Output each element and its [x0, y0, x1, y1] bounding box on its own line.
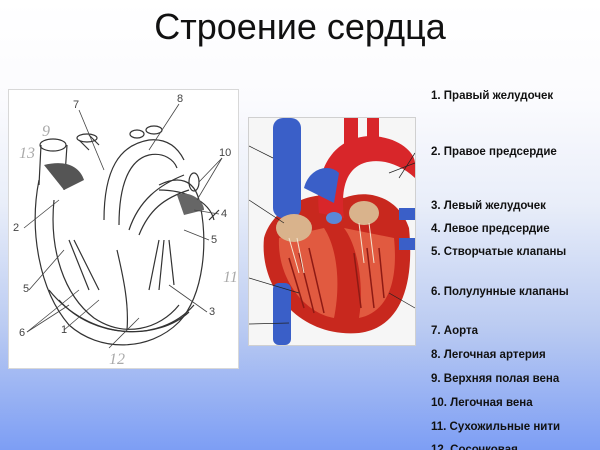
sketch-label-1: 1: [61, 324, 67, 336]
legend-item-11: 11. Сухожильные нити: [431, 421, 561, 433]
legend-list: 1. Правый желудочек 2. Правое предсердие…: [422, 88, 600, 450]
heart-sketch-svg: 7 8 10 2 4 5 5 3 1 6 9 13 11 12: [13, 93, 238, 368]
legend-item-7: 7. Аорта: [431, 325, 479, 337]
handwritten-label-11: 11: [223, 269, 238, 286]
heart-cross-section-svg: [249, 118, 415, 345]
legend-item-12: 12. Сосочковая: [431, 444, 518, 450]
handwritten-label-12: 12: [109, 351, 125, 368]
handwritten-label-13: 13: [19, 145, 35, 162]
legend-item-3: 3. Левый желудочек: [431, 200, 546, 212]
legend-item-2: 2. Правое предсердие: [431, 146, 557, 158]
heart-cross-section-image: [248, 117, 416, 346]
sketch-label-3: 3: [209, 306, 215, 318]
legend-item-10: 10. Легочная вена: [431, 397, 533, 409]
legend-item-6: 6. Полулунные клапаны: [431, 286, 569, 298]
sketch-label-5-left: 5: [23, 283, 29, 295]
page-title: Строение сердца: [154, 6, 446, 47]
legend-item-8: 8. Легочная артерия: [431, 349, 546, 361]
sketch-label-5-right: 5: [211, 234, 217, 246]
sketch-label-10: 10: [219, 147, 231, 159]
heart-sketch-diagram: 7 8 10 2 4 5 5 3 1 6 9 13 11 12: [8, 89, 239, 369]
legend-item-4: 4. Левое предсердие: [431, 223, 550, 235]
sketch-label-4: 4: [221, 208, 227, 220]
sketch-label-7: 7: [73, 99, 79, 111]
sketch-label-8: 8: [177, 93, 183, 105]
legend-item-1: 1. Правый желудочек: [431, 90, 554, 102]
sketch-label-2: 2: [13, 222, 19, 234]
legend-item-5: 5. Створчатые клапаны: [431, 246, 567, 258]
legend-item-9: 9. Верхняя полая вена: [431, 373, 560, 385]
sketch-label-6: 6: [19, 327, 25, 339]
handwritten-label-9: 9: [42, 123, 50, 140]
